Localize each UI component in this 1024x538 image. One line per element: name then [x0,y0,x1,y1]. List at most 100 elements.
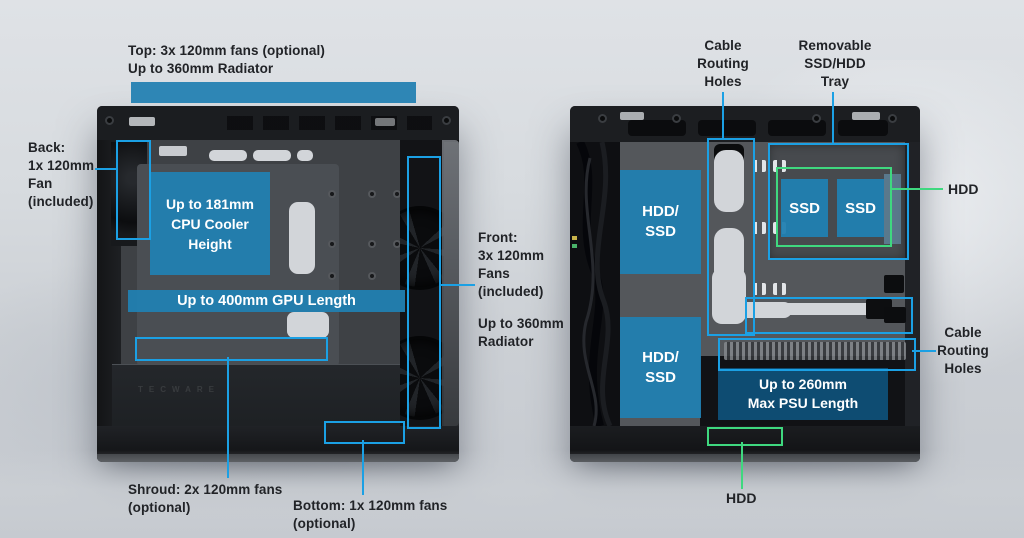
cable-bundle-column [570,142,620,426]
back-fan-pointer-line [95,168,117,170]
top-vent-slot [698,120,756,136]
removable-tray-label: Removable SSD/HDD Tray [789,37,881,91]
shroud-fans-pointer-line [227,357,229,478]
hdd-right-pointer [890,188,943,190]
hdd-bottom-pointer [741,442,743,489]
connector-block [884,275,904,293]
cable-slot [209,150,247,161]
screw-icon [888,114,897,123]
label-line: Holes [704,74,742,89]
label-line: SSD/HDD [804,56,866,71]
removable-tray-pointer [832,92,834,145]
cable-routing-holes-right-label: Cable Routing Holes [930,324,996,378]
label-line: SSD [645,223,676,240]
led-display [852,112,880,120]
led-display [620,112,644,120]
brand-text: TECWARE [138,385,220,394]
label-line: Fan [28,176,53,191]
back-fan-outline [116,140,151,240]
label-line: Routing [937,343,989,358]
screw-icon [598,114,607,123]
label-line: HDD [726,490,757,506]
label-line: HDD [948,181,979,197]
hdd-ssd-upper-overlay: HDD/ SSD [620,170,701,274]
front-fans-label: Front: 3x 120mm Fans (included) [478,229,544,301]
screw-icon [105,116,114,125]
label-line: Cable [944,325,982,340]
led-display [129,117,155,126]
standoff-hole [328,272,336,280]
back-fan-label: Back: 1x 120mm Fan (included) [28,139,94,211]
label-line: Up to 260mm [759,376,847,392]
label-line: CPU Cooler [171,215,249,232]
label-line: Holes [944,361,982,376]
screw-icon [812,114,821,123]
label-line: (optional) [293,516,356,531]
hdd-label-right: HDD [948,180,979,198]
label-line: 3x 120mm [478,248,545,263]
hdd-ssd-lower-overlay: HDD/ SSD [620,317,701,418]
label-line: SSD [645,368,676,386]
bottom-fan-outline [324,421,405,444]
label-line: Back: [28,140,66,155]
pci-area-outline [745,297,913,334]
front-fan-outline [407,156,441,429]
cable-slot [297,150,313,161]
label-line: (optional) [128,500,191,515]
front-fan-pointer-line [440,284,475,286]
label-line: 1x 120mm [28,158,95,173]
screw-icon [672,114,681,123]
standoff-hole [368,272,376,280]
case-bottom-lip [570,454,920,462]
cable-routing-bottom-outline [718,338,916,371]
psu-length-overlay: Up to 260mm Max PSU Length [718,368,888,420]
io-shield [159,146,187,156]
label-line: Cable [704,38,742,53]
label-line: Up to 360mm Radiator [128,61,274,76]
bottom-fans-label: Bottom: 1x 120mm fans (optional) [293,497,447,533]
bottom-fan-pointer-line [362,440,364,495]
label-line: Front: [478,230,518,245]
case-left-side-view: TECWARE [97,106,459,462]
cable-routing-top-pointer [722,92,724,139]
cables-graphic [572,142,613,426]
label-line: Routing [697,56,749,71]
cable-routing-holes-top-label: Cable Routing Holes [683,37,763,91]
cable-cutout [289,202,315,274]
label-line: Removable [798,38,872,53]
hdd-mount-green-outline [776,167,892,247]
top-vent-slot [838,120,888,136]
label-line: Up to 181mm [166,195,254,212]
cable-cutout [287,312,329,338]
label-line: Fans [478,266,510,281]
label-line: Bottom: 1x 120mm fans [293,498,448,513]
label-line: Up to 360mm [478,316,564,331]
screw-icon [442,116,451,125]
standoff-hole [328,190,336,198]
label-line: Radiator [478,334,534,349]
shroud-fans-outline [135,337,328,361]
front-radiator-label: Up to 360mm Radiator [478,315,564,351]
grommet-pair [773,283,786,295]
top-vents [227,116,432,130]
label-line: Top: 3x 120mm fans (optional) [128,43,325,58]
glass-edge [442,140,459,426]
label-line: Shroud: 2x 120mm fans [128,482,283,497]
label-line: Tray [820,74,850,89]
top-vent-slot [628,120,686,136]
standoff-hole [368,190,376,198]
top-radiator-bar [131,82,416,103]
top-fans-label: Top: 3x 120mm fans (optional) Up to 360m… [128,42,325,78]
hdd-bottom-green-outline [707,427,783,446]
cable-slot [253,150,291,161]
label-line: Max PSU Length [747,395,859,411]
led-display [375,118,395,126]
label-line: HDD/ [642,203,679,220]
label-line: HDD/ [642,348,679,366]
shroud-fans-label: Shroud: 2x 120mm fans (optional) [128,481,282,517]
label-line: (included) [28,194,94,209]
label-line: Height [188,235,232,252]
label-line: Up to 400mm GPU Length [177,293,356,309]
gpu-length-bar: Up to 400mm GPU Length [128,290,405,312]
